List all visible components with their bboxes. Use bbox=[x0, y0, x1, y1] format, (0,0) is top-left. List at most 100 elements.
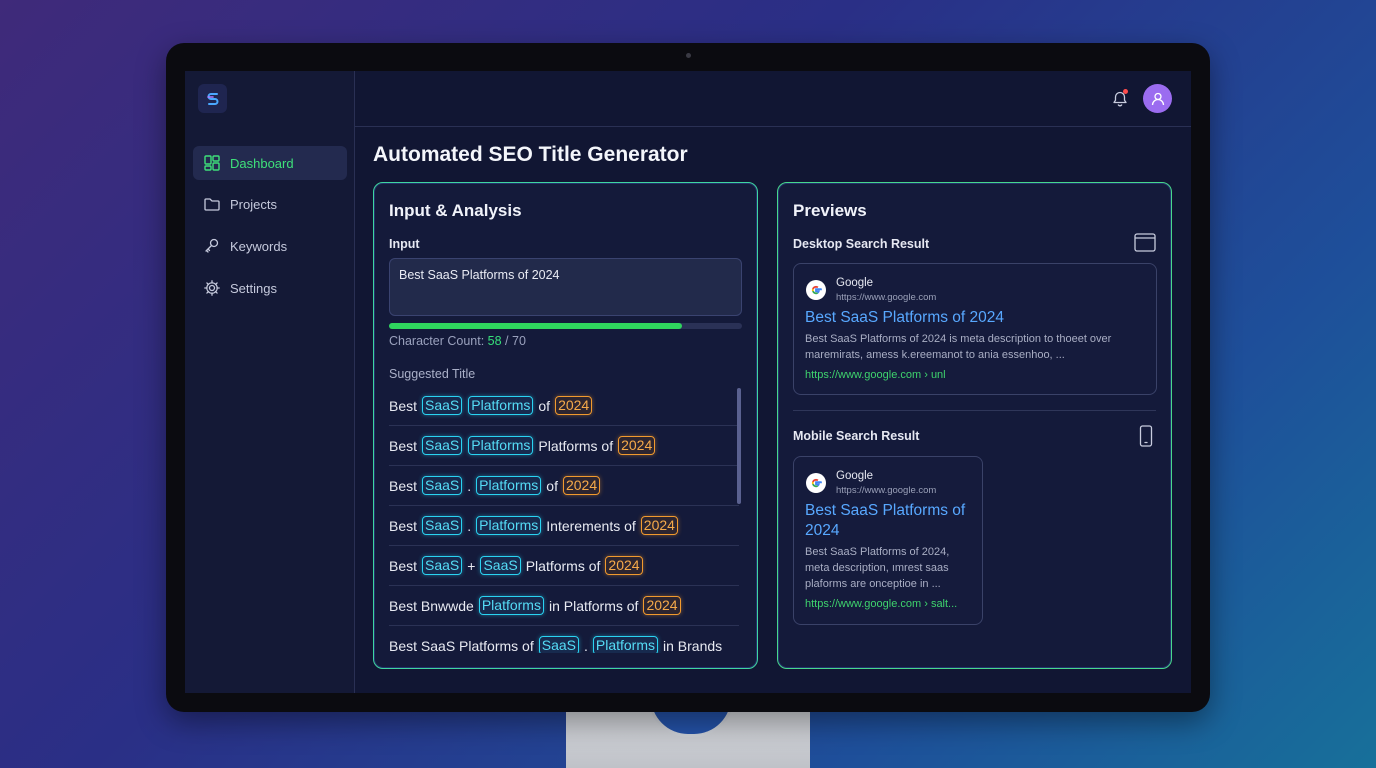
suggestion-text: of bbox=[546, 477, 558, 494]
serp-description: Best SaaS Platforms of 2024, meta descri… bbox=[805, 546, 950, 590]
suggested-title-label: Suggested Title bbox=[389, 367, 476, 381]
mobile-phone-icon[interactable] bbox=[1139, 425, 1153, 447]
keyword-highlight-chip: Platforms bbox=[476, 476, 542, 495]
browser-window-icon[interactable] bbox=[1134, 233, 1156, 252]
app-screen: Dashboard Projects Keywords Settings bbox=[185, 71, 1191, 693]
desktop-search-result: Google https://www.google.com Best SaaS … bbox=[793, 263, 1157, 395]
gear-icon bbox=[203, 279, 221, 297]
suggestion-text: in Brands bbox=[663, 637, 723, 654]
character-count-separator: / bbox=[501, 334, 512, 348]
year-highlight-chip: 2024 bbox=[618, 436, 656, 455]
top-bar bbox=[355, 71, 1191, 127]
character-count-label: Character Count: bbox=[389, 334, 488, 348]
suggestion-text: . bbox=[467, 477, 472, 494]
sidebar-item-settings[interactable]: Settings bbox=[193, 271, 347, 305]
suggestion-text: Best bbox=[389, 437, 418, 454]
app-logo[interactable] bbox=[198, 84, 227, 113]
serp-brand: Google bbox=[836, 470, 874, 482]
character-count-value: 58 bbox=[487, 334, 502, 348]
year-highlight-chip: 2024 bbox=[605, 556, 643, 575]
serp-description: Best SaaS Platforms of 2024 is meta desc… bbox=[805, 333, 1112, 361]
suggestion-text: . bbox=[467, 517, 472, 534]
serp-url: https://www.google.com bbox=[836, 485, 937, 496]
keyword-highlight-chip: Platforms bbox=[478, 596, 544, 615]
keyword-highlight-chip: Platforms bbox=[468, 396, 534, 415]
divider bbox=[793, 410, 1156, 411]
year-highlight-chip: 2024 bbox=[640, 516, 678, 535]
keyword-highlight-chip: SaaS bbox=[422, 476, 463, 495]
character-progress-bar bbox=[389, 323, 742, 329]
sidebar-item-label: Keywords bbox=[230, 238, 288, 254]
serp-url: https://www.google.com bbox=[836, 292, 937, 303]
year-highlight-chip: 2024 bbox=[562, 476, 601, 495]
keyword-highlight-chip: SaaS bbox=[422, 436, 463, 455]
keyword-highlight-chip: Platforms bbox=[468, 436, 534, 455]
keyword-highlight-chip: SaaS bbox=[422, 516, 463, 535]
card-title: Input & Analysis bbox=[389, 201, 522, 220]
character-count: Character Count: 58 / 70 bbox=[389, 334, 526, 348]
sidebar: Dashboard Projects Keywords Settings bbox=[185, 71, 355, 693]
serp-title-link[interactable]: Best SaaS Platforms of 2024 bbox=[805, 502, 966, 539]
suggestion-text: Interements of bbox=[546, 517, 636, 534]
input-label: Input bbox=[389, 237, 420, 251]
user-icon bbox=[1151, 92, 1164, 105]
dashboard-icon bbox=[203, 154, 221, 172]
title-input-value[interactable]: Best SaaS Platforms of 2024 bbox=[399, 268, 560, 282]
suggestion-text: of bbox=[538, 397, 551, 414]
avatar[interactable] bbox=[1143, 84, 1172, 113]
webcam bbox=[686, 53, 691, 58]
suggestion-text: Platforms of bbox=[538, 437, 614, 454]
keyword-highlight-chip: Platforms bbox=[476, 516, 542, 535]
year-highlight-chip: 2024 bbox=[643, 596, 681, 615]
page-title: Automated SEO Title Generator bbox=[373, 143, 688, 166]
suggestion-text: + bbox=[467, 557, 476, 574]
previews-card: Previews Desktop Search Result Google ht… bbox=[777, 182, 1172, 669]
sidebar-item-keywords[interactable]: Keywords bbox=[193, 229, 347, 263]
mobile-preview-label: Mobile Search Result bbox=[793, 429, 920, 443]
sidebar-item-label: Settings bbox=[230, 280, 277, 296]
keyword-highlight-chip: SaaS bbox=[422, 396, 463, 415]
google-logo-icon bbox=[806, 473, 826, 493]
character-count-max: 70 bbox=[512, 334, 526, 348]
serp-title-link[interactable]: Best SaaS Platforms of 2024 bbox=[805, 309, 1005, 326]
suggestion-text: Best bbox=[389, 517, 418, 534]
serp-green-url[interactable]: https://www.google.com › salt... bbox=[805, 598, 958, 610]
suggestion-text: Best Bnwwde bbox=[389, 597, 474, 614]
keywords-icon bbox=[203, 237, 221, 255]
year-highlight-chip: 2024 bbox=[555, 396, 593, 415]
sidebar-item-label: Dashboard bbox=[230, 155, 294, 171]
title-input[interactable]: Best SaaS Platforms of 2024 bbox=[389, 258, 742, 316]
suggestion-text: . bbox=[583, 637, 588, 654]
suggestion-text: Best bbox=[389, 397, 418, 414]
suggestion-text: Best SaaS Platforms of bbox=[389, 637, 534, 654]
mobile-search-result: Google https://www.google.com Best SaaS … bbox=[793, 456, 983, 625]
keyword-highlight-chip: SaaS bbox=[422, 556, 463, 575]
input-analysis-card: Input & Analysis Input Best SaaS Platfor… bbox=[373, 182, 758, 669]
desktop-preview-label: Desktop Search Result bbox=[793, 237, 930, 251]
suggestion-text: Best bbox=[389, 557, 418, 574]
keyword-highlight-chip: Platforms bbox=[592, 636, 658, 653]
notification-bell-icon[interactable] bbox=[1111, 90, 1129, 108]
scrollbar[interactable] bbox=[737, 388, 741, 504]
suggestion-text: Best bbox=[389, 477, 418, 494]
character-progress-fill bbox=[389, 323, 682, 329]
serp-green-url[interactable]: https://www.google.com › unl bbox=[805, 369, 946, 381]
serp-brand: Google bbox=[836, 277, 874, 289]
sidebar-item-label: Projects bbox=[230, 196, 277, 212]
notification-badge bbox=[1123, 89, 1128, 94]
keyword-highlight-chip: SaaS bbox=[538, 636, 579, 653]
sidebar-item-dashboard[interactable]: Dashboard bbox=[193, 146, 347, 180]
logo-icon bbox=[206, 92, 218, 105]
suggestion-text: Platforms of bbox=[525, 557, 601, 574]
keyword-highlight-chip: SaaS bbox=[480, 556, 521, 575]
folder-icon bbox=[203, 195, 221, 213]
sidebar-item-projects[interactable]: Projects bbox=[193, 187, 347, 221]
